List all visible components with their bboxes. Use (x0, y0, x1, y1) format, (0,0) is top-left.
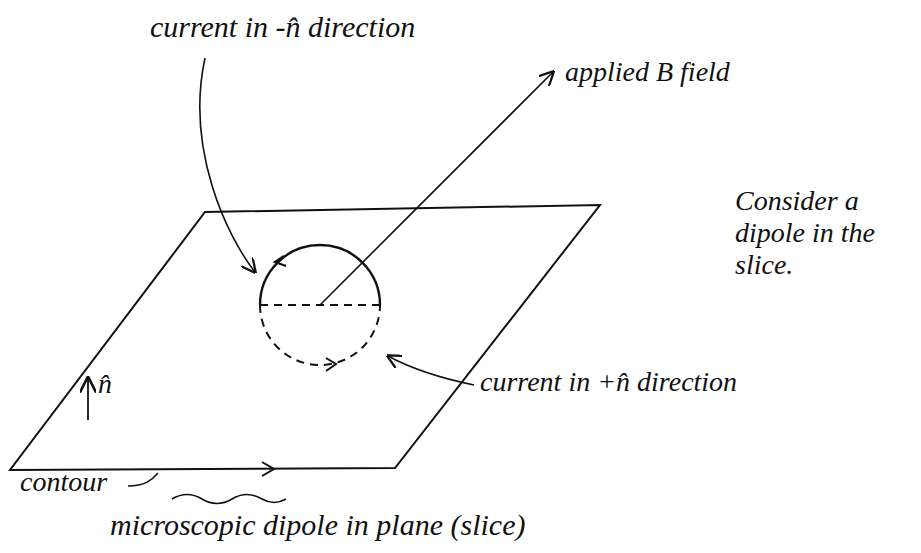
contour-arrowhead (262, 462, 274, 476)
brace (172, 495, 286, 504)
plus-current-leader (388, 356, 474, 385)
upper-current-arc (260, 245, 380, 305)
contour-label: contour (20, 466, 107, 498)
upper-arc-arrowhead (275, 256, 286, 266)
contour-leader (128, 473, 158, 486)
field-label: applied B field (565, 56, 730, 88)
slice-plane (10, 205, 600, 470)
lower-current-arc (260, 305, 380, 365)
lower-arc-arrowhead (326, 358, 336, 371)
normal-arrow (87, 378, 89, 420)
b-field-arrow (320, 72, 553, 305)
callout-label: current in +n̂ direction (480, 366, 737, 398)
normal-symbol: n̂ (98, 368, 112, 400)
callout-label: current in -n̂ direction (150, 10, 415, 45)
caption-note: microscopic dipole in plane (slice) (110, 508, 525, 543)
minus-current-leader (200, 58, 255, 272)
note-text: Consider a dipole in the slice. (735, 185, 905, 282)
